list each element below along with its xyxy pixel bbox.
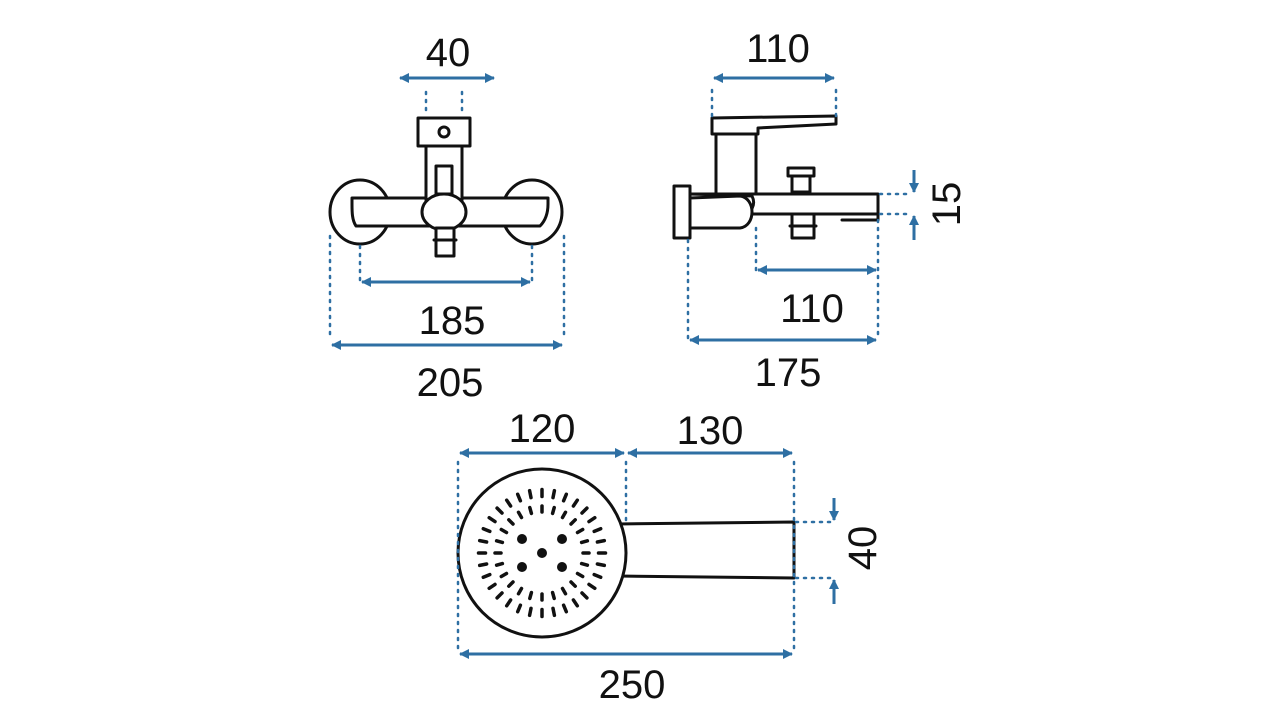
front-view: 40 185 205 <box>328 31 566 405</box>
side-height-label: 15 <box>925 182 969 227</box>
nozzle-dash <box>494 561 505 567</box>
nozzle-dot <box>537 548 547 558</box>
nozzle-dash <box>528 505 534 516</box>
nozzle-dash <box>507 518 515 526</box>
nozzle-dash <box>551 606 557 618</box>
front-view-outline <box>328 116 564 258</box>
nozzle-dash <box>575 527 585 535</box>
hand-shower-dimension-lines <box>456 448 839 659</box>
shower-nozzles <box>476 487 608 619</box>
nozzle-dash <box>550 590 556 601</box>
nozzle-dash <box>571 598 580 608</box>
nozzle-dash <box>560 510 568 520</box>
hand-shower-outline <box>456 467 796 639</box>
nozzle-dash <box>592 572 603 580</box>
nozzle-dash <box>504 498 513 508</box>
nozzle-dash <box>515 492 523 503</box>
nozzle-dash <box>595 538 607 544</box>
nozzle-dash <box>595 562 607 568</box>
nozzle-dash <box>516 586 524 596</box>
nozzle-dash <box>507 580 515 588</box>
front-outer-width-label: 205 <box>417 361 484 405</box>
nozzle-dash <box>592 526 603 534</box>
side-view: 110 15 110 175 <box>672 27 969 395</box>
nozzle-dash <box>515 603 523 614</box>
head-diameter-label: 120 <box>509 407 576 451</box>
nozzle-dash <box>560 586 568 596</box>
side-top-width-label: 110 <box>746 27 810 71</box>
nozzle-dash <box>499 527 509 535</box>
total-length-label: 250 <box>599 663 666 707</box>
front-view-dimension-lines <box>328 73 566 350</box>
nozzle-dash <box>571 498 580 508</box>
side-view-outline <box>672 114 880 240</box>
nozzle-dash <box>499 571 509 579</box>
side-bottom-width-label: 110 <box>780 287 844 331</box>
nozzle-dash <box>579 539 590 545</box>
nozzle-dash <box>527 606 533 618</box>
nozzle-dash <box>587 582 597 591</box>
side-total-width-label: 175 <box>755 351 822 395</box>
nozzle-dash <box>528 590 534 601</box>
nozzle-dash <box>579 561 590 567</box>
nozzle-dash <box>494 539 505 545</box>
nozzle-dash <box>569 580 577 588</box>
nozzle-dash <box>495 506 504 515</box>
nozzle-dot <box>557 534 567 544</box>
nozzle-dash <box>569 518 577 526</box>
nozzle-dash <box>575 571 585 579</box>
nozzle-dash <box>495 591 504 600</box>
nozzle-dash <box>481 572 492 580</box>
nozzle-dot <box>557 562 567 572</box>
nozzle-dash <box>550 505 556 516</box>
nozzle-dot <box>517 562 527 572</box>
nozzle-dash <box>587 515 597 524</box>
nozzle-dash <box>516 510 524 520</box>
nozzle-dash <box>551 488 557 500</box>
side-view-dimension-lines <box>686 73 919 345</box>
nozzle-dash <box>580 591 589 600</box>
nozzle-dash <box>477 562 489 568</box>
nozzle-dash <box>527 488 533 500</box>
nozzle-dash <box>504 598 513 608</box>
nozzle-dash <box>580 506 589 515</box>
nozzle-dash <box>487 582 497 591</box>
nozzle-dot <box>517 534 527 544</box>
handle-width-label: 40 <box>841 526 885 571</box>
nozzle-dash <box>561 492 569 503</box>
front-top-width-label: 40 <box>426 31 471 75</box>
nozzle-dash <box>477 538 489 544</box>
front-inner-width-label: 185 <box>419 299 486 343</box>
nozzle-dash <box>561 603 569 614</box>
nozzle-dash <box>487 515 497 524</box>
handle-length-label: 130 <box>677 409 744 453</box>
hand-shower-view: 120 130 40 250 <box>456 407 885 707</box>
nozzle-dash <box>481 526 492 534</box>
